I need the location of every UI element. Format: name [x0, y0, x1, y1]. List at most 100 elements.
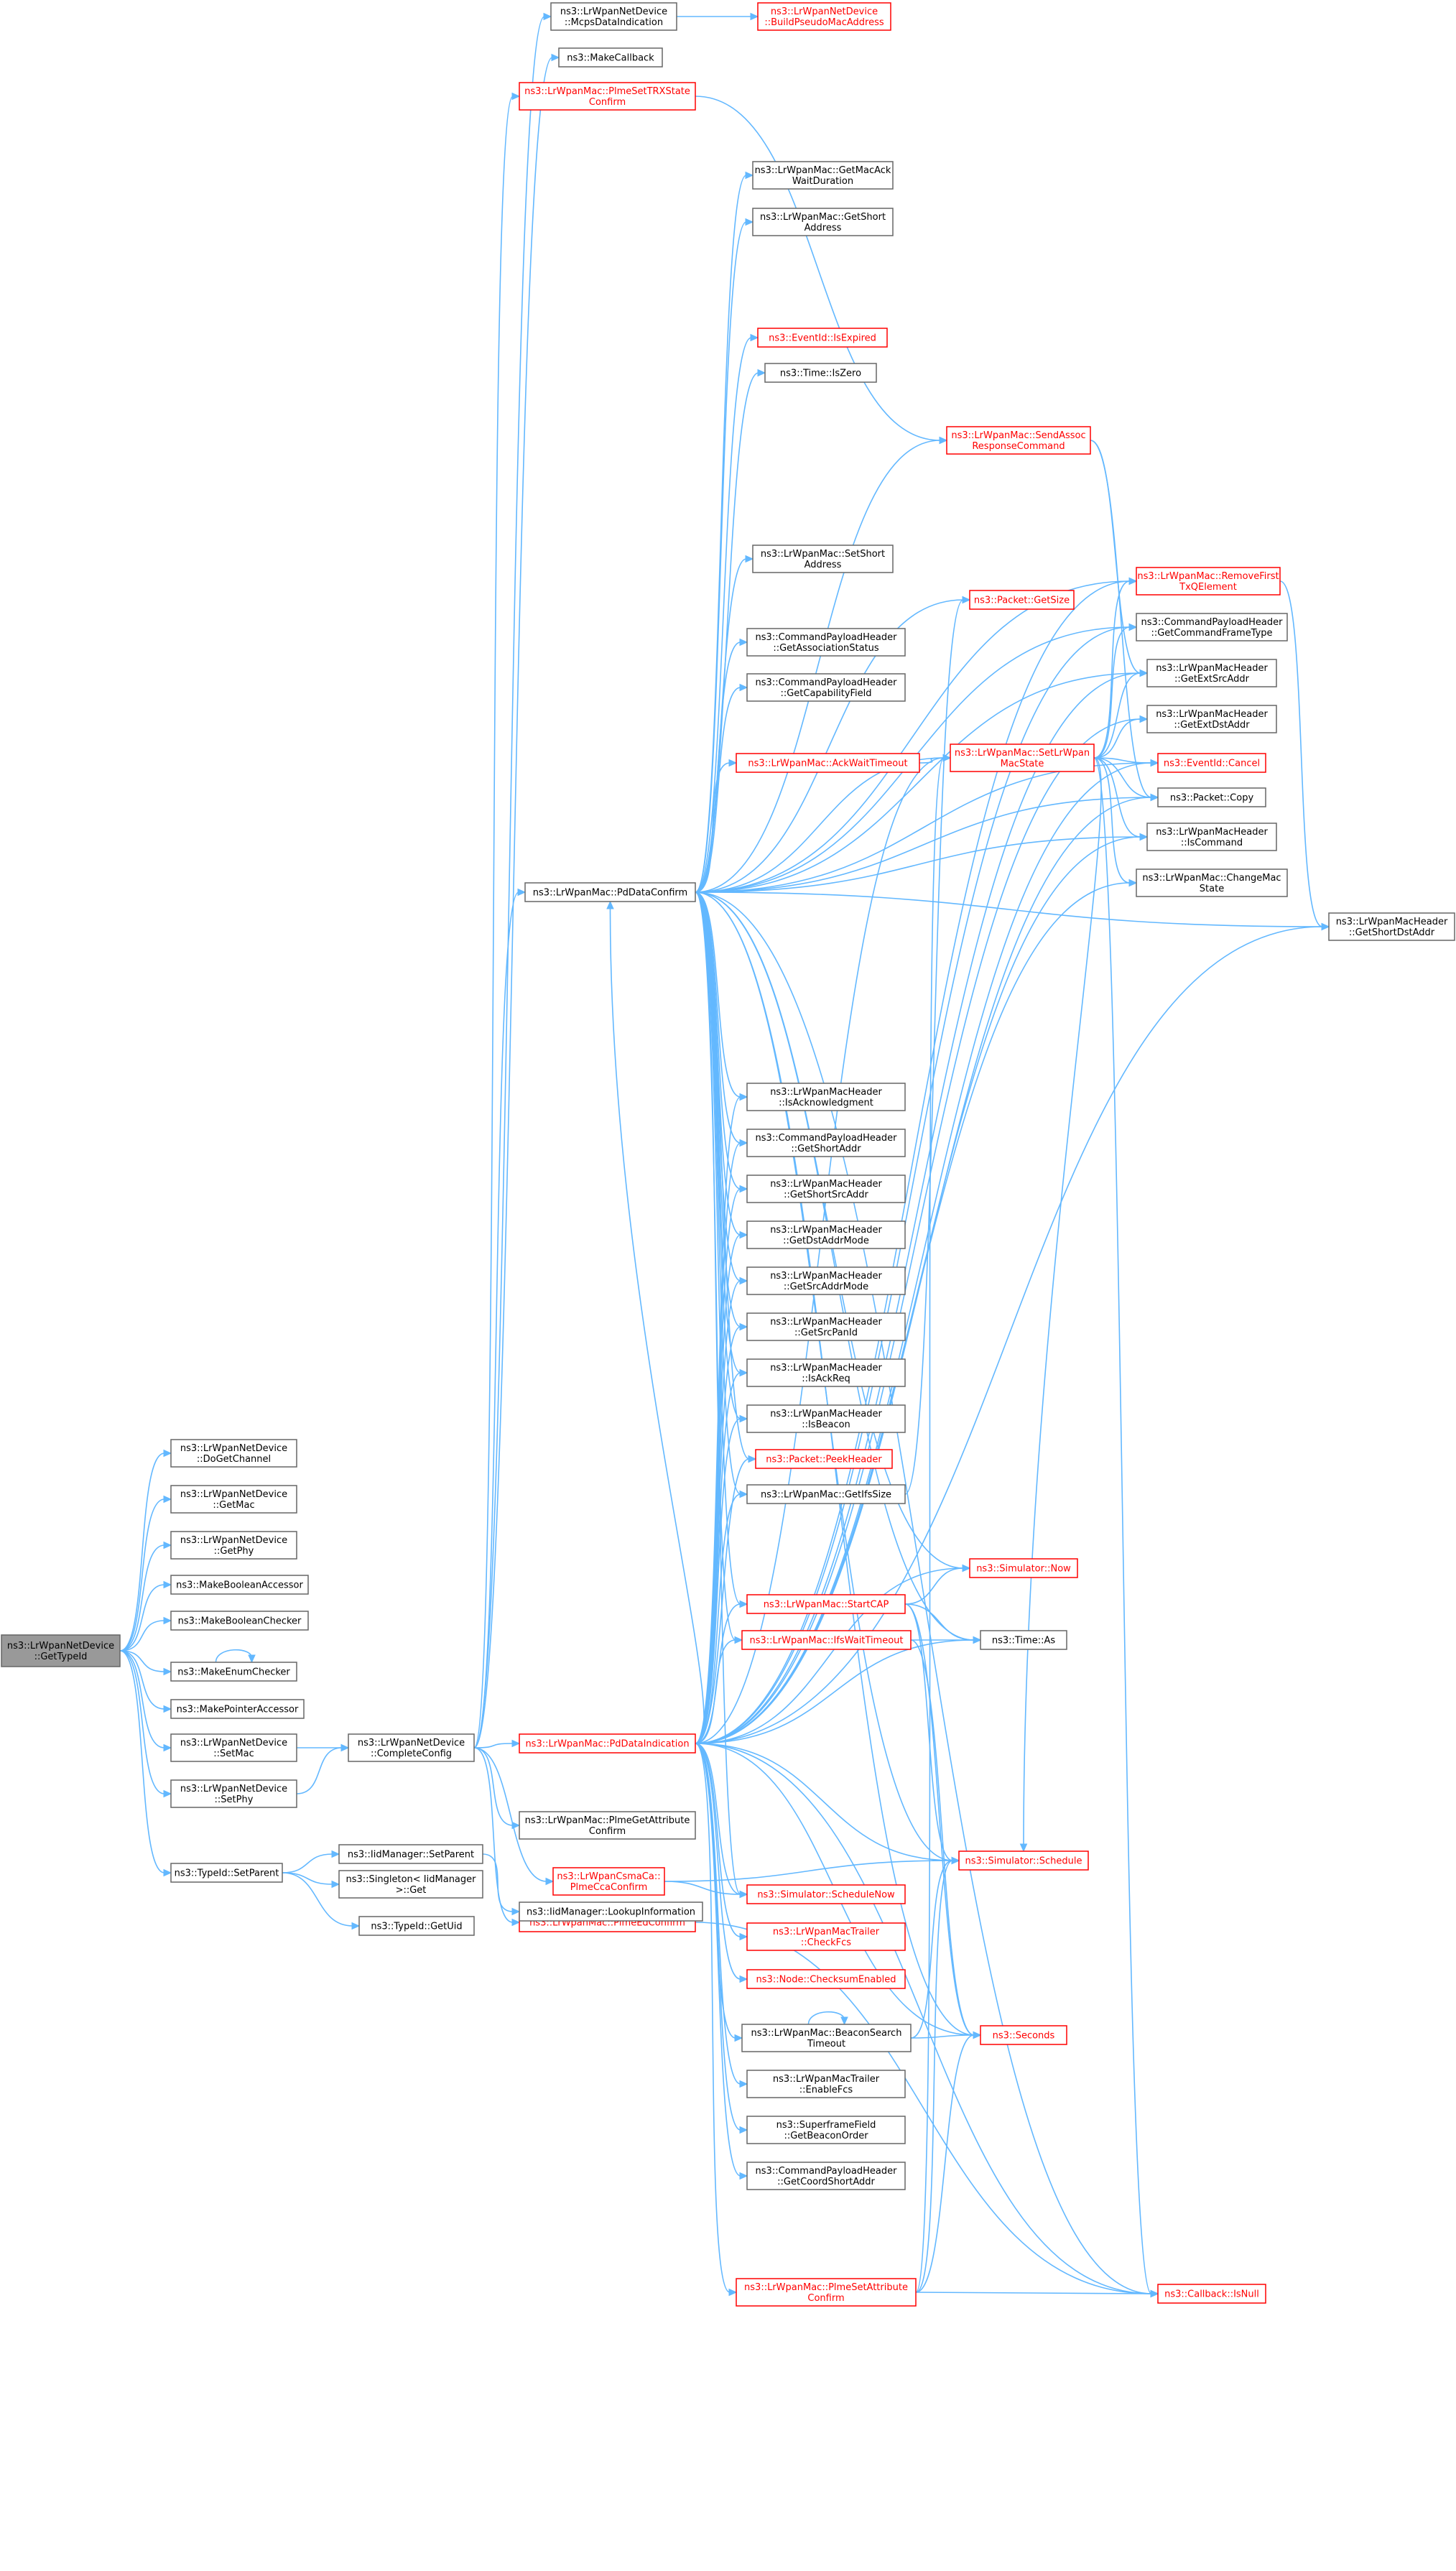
node-is-ack-req[interactable]: ns3::LrWpanMacHeader::IsAckReq [746, 1358, 906, 1387]
node-packet-get-size[interactable]: ns3::Packet::GetSize [969, 590, 1075, 610]
call-edge [695, 1743, 741, 2177]
node-pd-data-confirm[interactable]: ns3::LrWpanMac::PdDataConfirm [524, 882, 696, 902]
call-edge [695, 836, 1141, 893]
node-make-bool-acc[interactable]: ns3::MakeBooleanAccessor [170, 1575, 309, 1595]
node-make-ptr-acc[interactable]: ns3::MakePointerAccessor [170, 1699, 305, 1719]
node-is-command[interactable]: ns3::LrWpanMacHeader::IsCommand [1146, 823, 1277, 851]
edge-arrowhead [739, 2080, 748, 2088]
node-seconds[interactable]: ns3::Seconds [980, 2025, 1067, 2045]
node-complete-config[interactable]: ns3::LrWpanNetDevice::CompleteConfig [348, 1733, 475, 1762]
edge-arrowhead [1128, 623, 1138, 631]
node-callback-is-null[interactable]: ns3::Callback::IsNull [1157, 2284, 1266, 2304]
edge-arrowhead [1128, 879, 1138, 887]
node-lookup-info[interactable]: ns3::IidManager::LookupInformation [519, 1901, 703, 1922]
node-time-as[interactable]: ns3::Time::As [980, 1630, 1067, 1650]
node-ifs-wait-timeout[interactable]: ns3::LrWpanMac::IfsWaitTimeout [741, 1630, 912, 1650]
node-ack-wait-timeout[interactable]: ns3::LrWpanMac::AckWaitTimeout [736, 753, 920, 773]
call-edge [904, 599, 964, 1495]
node-label: PlmeCcaConfirm [570, 1882, 648, 1893]
node-csma-cca-confirm[interactable]: ns3::LrWpanCsmaCa::PlmeCcaConfirm [552, 1867, 665, 1896]
node-get-cmd-frame-type[interactable]: ns3::CommandPayloadHeader::GetCommandFra… [1136, 613, 1288, 641]
node-type-id-set-parent[interactable]: ns3::TypeId::SetParent [170, 1863, 283, 1883]
node-get-beacon-order[interactable]: ns3::SuperframeField::GetBeaconOrder [746, 2116, 906, 2144]
node-singleton-get[interactable]: ns3::Singleton< IidManager>::Get [338, 1870, 483, 1899]
node-label: ns3::EventId::Cancel [1164, 759, 1260, 769]
node-is-expired[interactable]: ns3::EventId::IsExpired [757, 328, 888, 348]
node-box [338, 1844, 483, 1864]
call-edge [473, 1747, 514, 1826]
edge-arrowhead [551, 53, 560, 62]
edge-arrowhead [1150, 2289, 1159, 2298]
node-mcps-data-ind[interactable]: ns3::LrWpanNetDevice::McpsDataIndication [550, 2, 677, 31]
node-get-short-dst-addr[interactable]: ns3::LrWpanMacHeader::GetShortDstAddr [1328, 912, 1455, 941]
node-get-phy[interactable]: ns3::LrWpanNetDevice::GetPhy [170, 1531, 297, 1560]
node-time-is-zero[interactable]: ns3::Time::IsZero [764, 363, 877, 383]
node-event-cancel[interactable]: ns3::EventId::Cancel [1157, 753, 1266, 773]
call-edge [910, 2034, 975, 2039]
node-get-dst-addr-mode[interactable]: ns3::LrWpanMacHeader::GetDstAddrMode [746, 1220, 906, 1249]
node-make-bool-chk[interactable]: ns3::MakeBooleanChecker [170, 1611, 309, 1631]
node-start-c-a-p[interactable]: ns3::LrWpanMac::StartCAP [746, 1594, 906, 1614]
edge-arrowhead [1019, 1843, 1028, 1853]
node-set-mac[interactable]: ns3::LrWpanNetDevice::SetMac [170, 1733, 297, 1762]
node-get-ext-src-addr[interactable]: ns3::LrWpanMacHeader::GetExtSrcAddr [1146, 659, 1277, 687]
node-packet-copy[interactable]: ns3::Packet::Copy [1157, 787, 1266, 807]
node-label: ::GetCommandFrameType [1151, 628, 1272, 639]
node-check-fcs[interactable]: ns3::LrWpanMacTrailer::CheckFcs [746, 1922, 906, 1951]
node-get-ext-dst-addr[interactable]: ns3::LrWpanMacHeader::GetExtDstAddr [1146, 705, 1277, 733]
call-edge [1093, 672, 1141, 759]
node-make-enum-chk[interactable]: ns3::MakeEnumChecker [170, 1662, 297, 1682]
node-get-cap-field[interactable]: ns3::CommandPayloadHeader::GetCapability… [746, 673, 906, 702]
node-get-coord-short-addr[interactable]: ns3::CommandPayloadHeader::GetCoordShort… [746, 2162, 906, 2190]
node-get-short-src-addr[interactable]: ns3::LrWpanMacHeader::GetShortSrcAddr [746, 1175, 906, 1203]
call-edge [695, 1743, 741, 1980]
node-simulator-now[interactable]: ns3::Simulator::Now [969, 1558, 1078, 1578]
node-label: ns3::TypeId::SetParent [175, 1868, 279, 1879]
node-type-id-get-uid[interactable]: ns3::TypeId::GetUid [358, 1916, 475, 1936]
node-is-ack[interactable]: ns3::LrWpanMacHeader::IsAcknowledgment [746, 1083, 906, 1111]
node-get-src-pan-id[interactable]: ns3::LrWpanMacHeader::GetSrcPanId [746, 1312, 906, 1341]
node-label: ns3::MakeBooleanChecker [178, 1616, 302, 1627]
node-label: ::GetCoordShortAddr [777, 2177, 875, 2187]
call-edge [1093, 757, 1152, 2294]
node-schedule-now[interactable]: ns3::Simulator::ScheduleNow [746, 1884, 906, 1904]
node-box [558, 47, 663, 68]
node-get-mac[interactable]: ns3::LrWpanNetDevice::GetMac [170, 1485, 297, 1514]
node-make-callback[interactable]: ns3::MakeCallback [558, 47, 663, 68]
node-get-src-addr-mode[interactable]: ns3::LrWpanMacHeader::GetSrcAddrMode [746, 1266, 906, 1295]
edge-arrowhead [962, 1564, 971, 1572]
node-cmd-get-short-addr[interactable]: ns3::CommandPayloadHeader::GetShortAddr [746, 1129, 906, 1157]
edge-arrowhead [728, 759, 738, 767]
node-label: ns3::IidManager::LookupInformation [527, 1907, 695, 1918]
node-root[interactable]: ns3::LrWpanNetDevice::GetTypeId [1, 1634, 121, 1667]
node-get-assoc-status[interactable]: ns3::CommandPayloadHeader::GetAssociatio… [746, 628, 906, 657]
node-pd-data-ind[interactable]: ns3::LrWpanMac::PdDataIndication [519, 1733, 696, 1754]
node-label: ::GetShortAddr [791, 1144, 861, 1154]
node-set-phy[interactable]: ns3::LrWpanNetDevice::SetPhy [170, 1779, 297, 1808]
node-label: ::McpsDataIndication [565, 17, 663, 28]
node-sim-schedule[interactable]: ns3::Simulator::Schedule [958, 1850, 1089, 1871]
node-build-pseudo[interactable]: ns3::LrWpanNetDevice::BuildPseudoMacAddr… [757, 2, 891, 31]
node-get-ifs-size[interactable]: ns3::LrWpanMac::GetIfsSize [746, 1484, 906, 1504]
node-label: ::GetTypeId [34, 1652, 88, 1662]
node-label: ns3::LrWpanNetDevice [180, 1489, 287, 1500]
node-enable-fcs[interactable]: ns3::LrWpanMacTrailer::EnableFcs [746, 2070, 906, 2098]
node-peek-header[interactable]: ns3::Packet::PeekHeader [755, 1449, 893, 1469]
node-is-beacon[interactable]: ns3::LrWpanMacHeader::IsBeacon [746, 1404, 906, 1433]
node-checksum-enabled[interactable]: ns3::Node::ChecksumEnabled [746, 1969, 906, 1989]
node-label: Timeout [807, 2039, 845, 2049]
node-do-get-channel[interactable]: ns3::LrWpanNetDevice::DoGetChannel [170, 1439, 297, 1468]
call-edge [904, 1567, 964, 1605]
node-iid-set-parent[interactable]: ns3::IidManager::SetParent [338, 1844, 483, 1864]
